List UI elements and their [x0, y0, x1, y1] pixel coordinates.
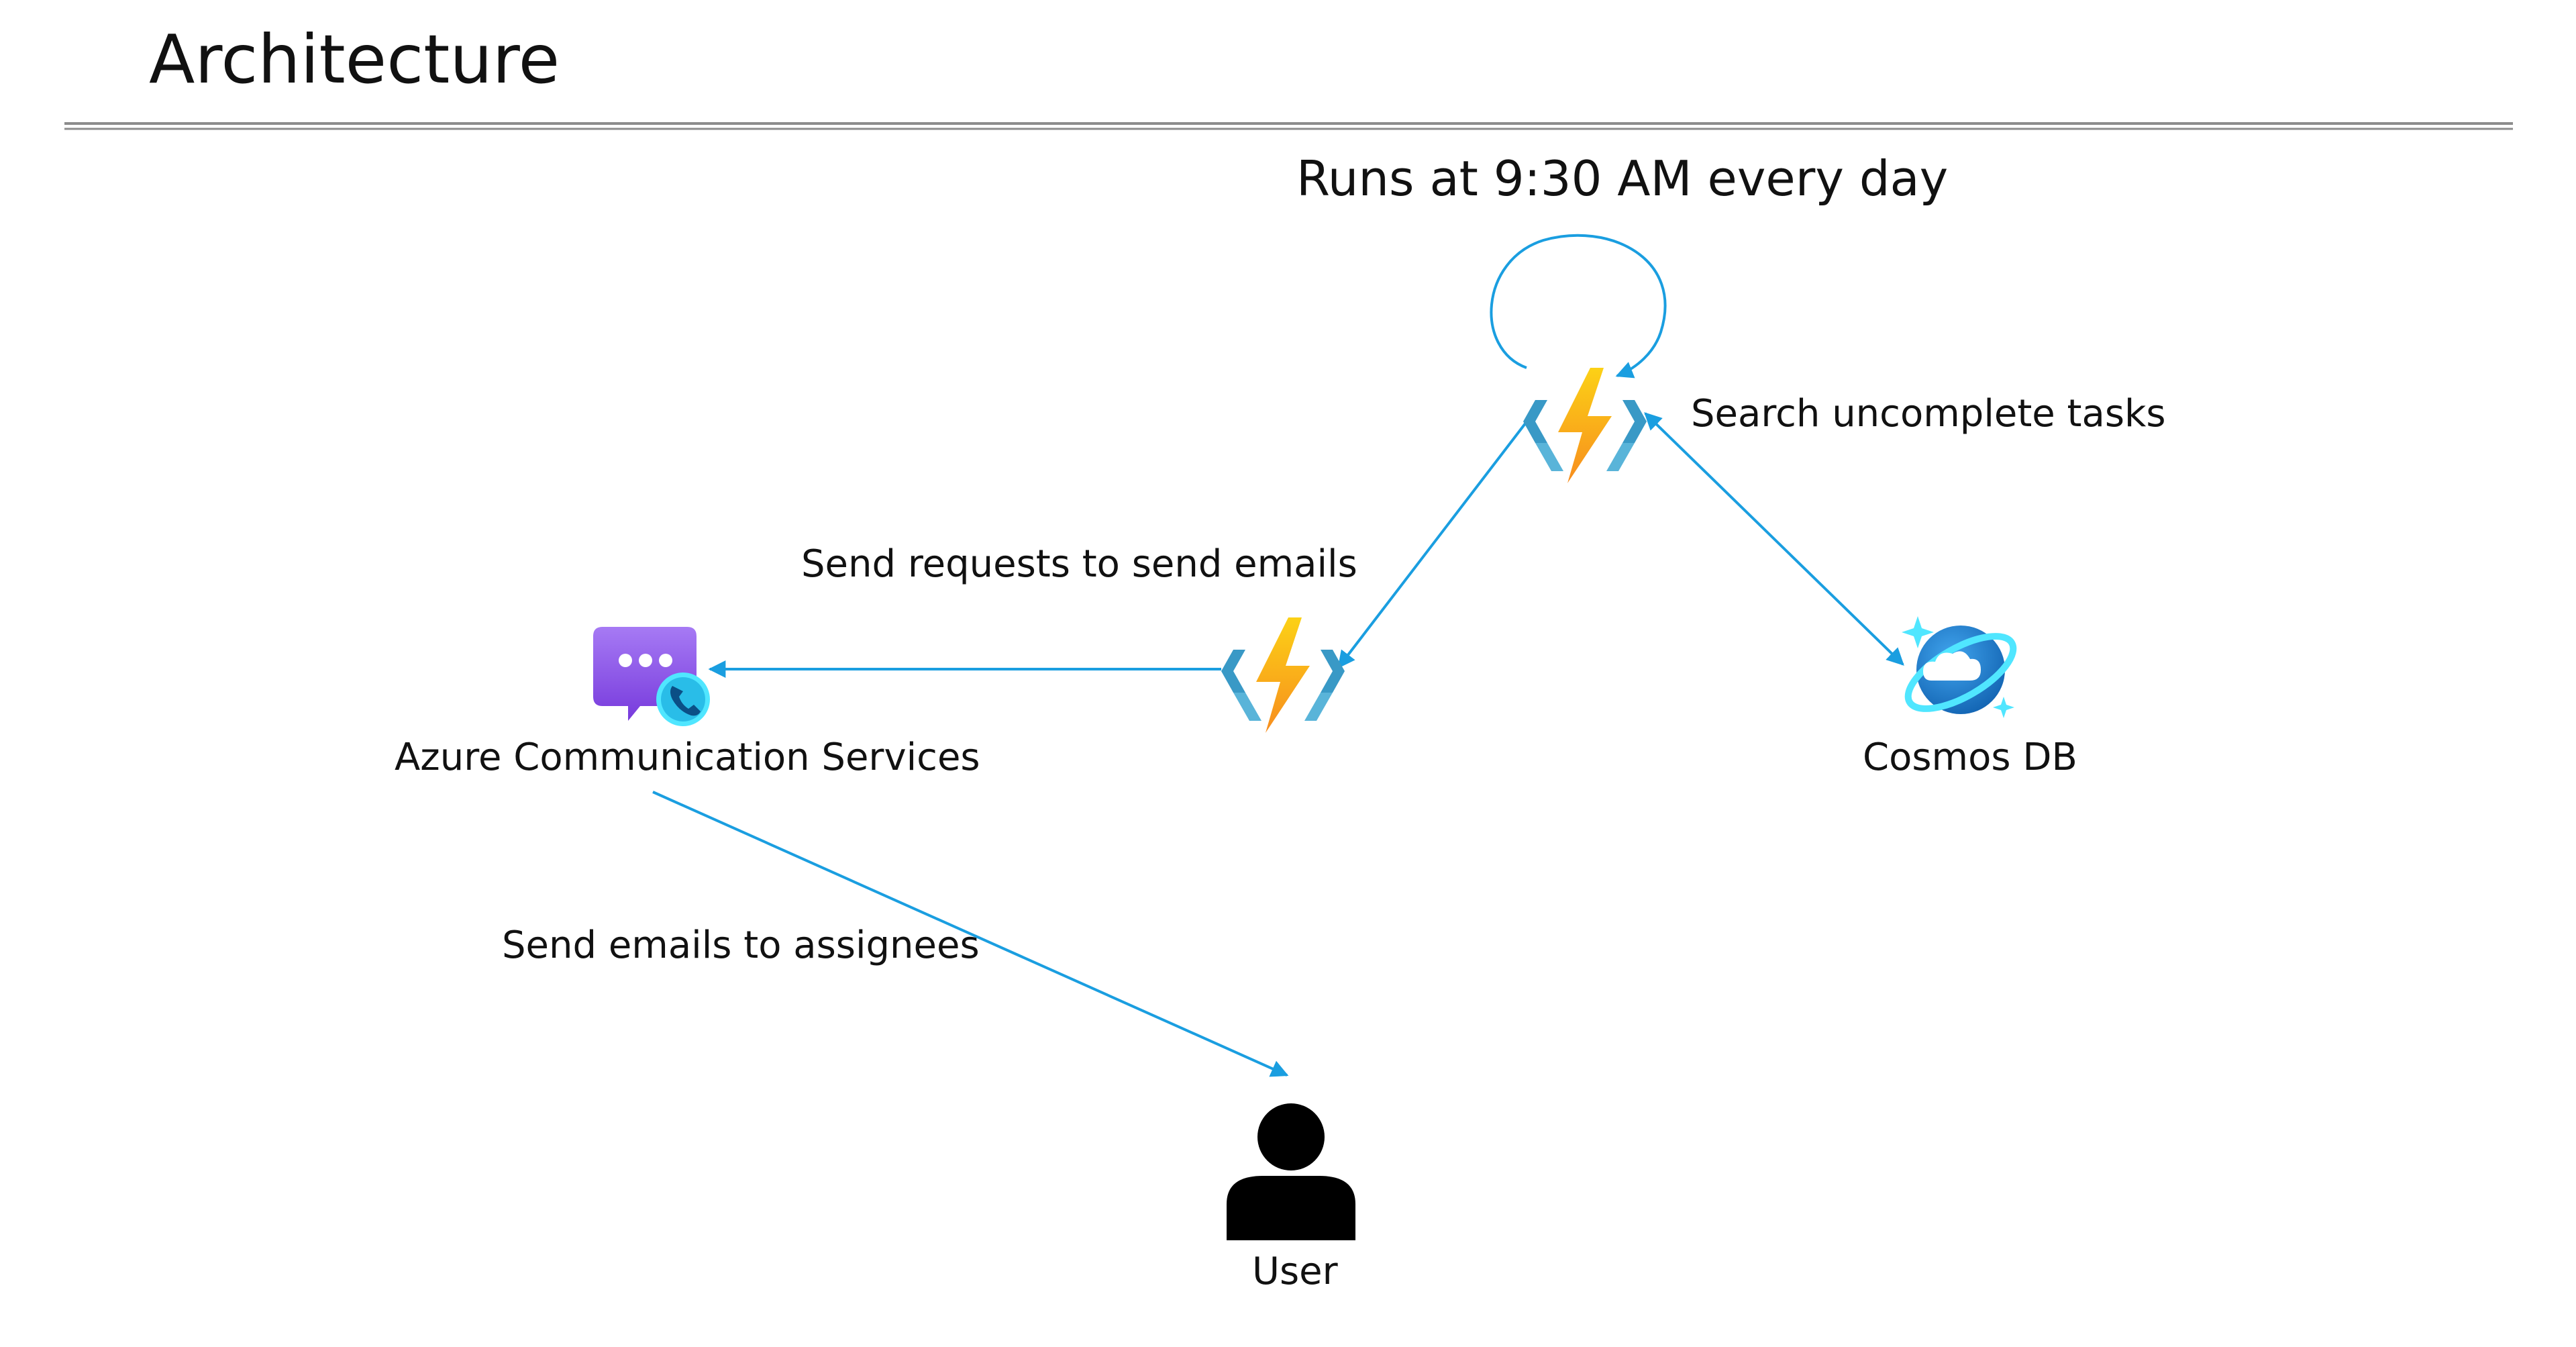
communication-services-label: Azure Communication Services: [395, 736, 980, 779]
sender-function-icon: [1221, 617, 1345, 733]
timer-loop-arrow: [1490, 234, 1667, 379]
user-icon: [1227, 1103, 1355, 1240]
cosmos-db-icon: [1902, 616, 2017, 718]
user-label: User: [1252, 1250, 1338, 1293]
trigger-caption: Runs at 9:30 AM every day: [1296, 150, 1949, 207]
page-title: Architecture: [149, 20, 560, 99]
search-caption: Search uncomplete tasks: [1691, 392, 2166, 436]
timer-to-sender-connector: [1337, 416, 1531, 669]
timer-function-icon: [1523, 368, 1647, 483]
timer-cosmos-connector: [1644, 412, 1904, 666]
send-requests-caption: Send requests to send emails: [801, 542, 1357, 586]
send-emails-caption: Send emails to assignees: [502, 924, 980, 967]
communication-services-icon: [593, 627, 710, 726]
cosmos-db-label: Cosmos DB: [1863, 736, 2077, 779]
acs-to-user-connector: [652, 791, 1289, 1077]
header-divider: [64, 122, 2513, 130]
